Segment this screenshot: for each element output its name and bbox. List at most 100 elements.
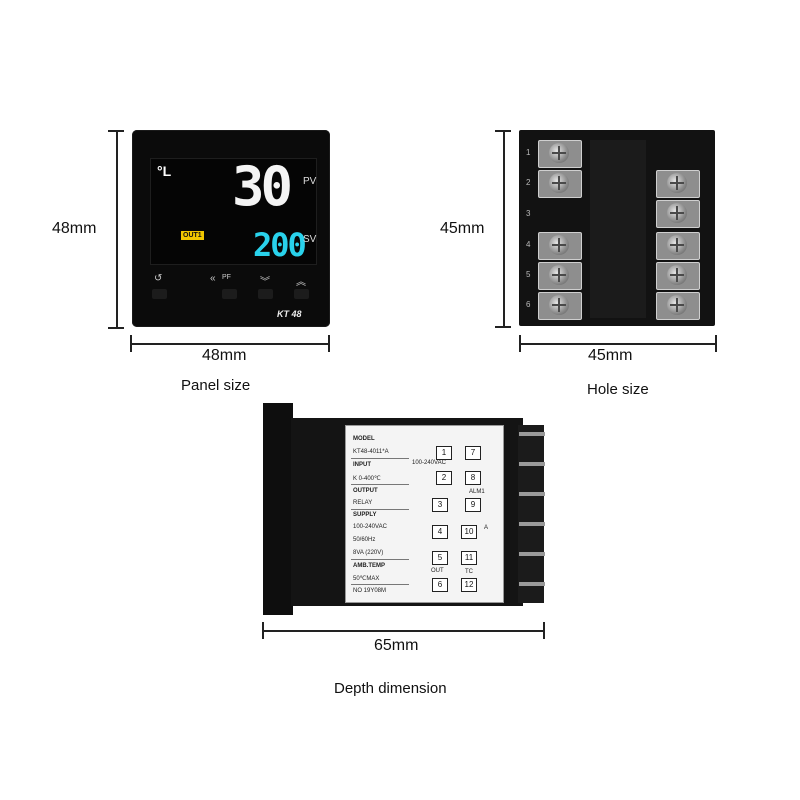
model-value: KT48-4011*A [353, 449, 389, 455]
hole-width-label: 45mm [588, 347, 633, 364]
terminal-screw [656, 232, 700, 260]
out-text: OUT [431, 568, 444, 574]
panel-width-label: 48mm [202, 347, 247, 364]
pv-label: PV [303, 176, 317, 187]
label-divider [351, 584, 409, 585]
amb-temp-heading: AMB.TEMP [353, 563, 385, 569]
down-button[interactable] [258, 289, 273, 299]
terminal-screw [538, 140, 582, 168]
side-bezel [263, 403, 293, 615]
model-label: KT 48 [277, 309, 302, 319]
terminal-box: 5 [432, 551, 448, 565]
terminal-number: 6 [526, 300, 531, 309]
supply-line: 50/60Hz [353, 537, 376, 543]
terminal-box: 10 [461, 525, 477, 539]
dimension-tick [328, 335, 330, 352]
supply-heading: SUPPLY [353, 512, 377, 518]
depth-caption: Depth dimension [334, 680, 447, 697]
output-value: RELAY [353, 500, 373, 506]
dimension-tick [519, 335, 521, 352]
panel-width-dimension-line [130, 343, 329, 345]
terminal-box: 3 [432, 498, 448, 512]
pv-readout: 30 [232, 155, 293, 218]
hole-width-dimension-line [519, 343, 716, 345]
terminal-screw [656, 200, 700, 228]
terminal-screw [538, 170, 582, 198]
panel-size-caption: Panel size [181, 377, 251, 394]
hole-height-dimension-line [503, 130, 505, 327]
terminal-fin [519, 432, 545, 436]
serial-number: NO 19Y08M [353, 588, 387, 594]
depth-label: 65mm [374, 637, 419, 654]
side-terminal-fins [518, 425, 544, 603]
terminal-number: 2 [526, 178, 531, 187]
output-heading: OUTPUT [353, 488, 378, 494]
supply-line: 100-240VAC [353, 524, 387, 530]
input-value: K 0-400℃ [353, 476, 381, 482]
dimension-tick [108, 130, 124, 132]
terminal-number: 5 [526, 270, 531, 279]
pf-label: PF [222, 274, 231, 281]
terminal-box: 6 [432, 578, 448, 592]
terminal-box: 2 [436, 471, 452, 485]
return-icon: ↺ [154, 273, 163, 284]
unit-indicator: °L [157, 163, 172, 179]
terminal-number: 1 [526, 148, 531, 157]
label-divider [351, 559, 409, 560]
sv-readout: 200 [253, 226, 307, 264]
up-button[interactable] [294, 289, 309, 299]
input-heading: INPUT [353, 462, 371, 468]
rear-center-channel [590, 140, 646, 318]
power-text: 100-240VAC [412, 460, 446, 466]
terminal-fin [519, 552, 545, 556]
terminal-fin [519, 492, 545, 496]
terminal-screw [538, 262, 582, 290]
dimension-tick [715, 335, 717, 352]
terminal-fin [519, 582, 545, 586]
terminal-screw [656, 170, 700, 198]
terminal-box: 7 [465, 446, 481, 460]
tc-text: TC [465, 569, 473, 575]
terminal-box: 1 [436, 446, 452, 460]
a-text: A [484, 525, 489, 531]
terminal-box: 12 [461, 578, 477, 592]
amb-temp-value: 50℃MAX [353, 576, 380, 582]
lcd-display [150, 158, 317, 265]
terminal-fin [519, 522, 545, 526]
label-divider [351, 458, 409, 459]
down-icon: ︾ [260, 277, 270, 288]
depth-dimension-line [262, 630, 544, 632]
terminal-box: 8 [465, 471, 481, 485]
shift-pf-button[interactable] [222, 289, 237, 299]
alarm-text: ALM1 [469, 489, 485, 495]
shift-pf-icon: « [210, 273, 216, 284]
up-icon: ︽ [296, 277, 306, 288]
terminal-number: 4 [526, 240, 531, 249]
dimension-tick [543, 622, 545, 639]
supply-line: 8VA (220V) [353, 550, 384, 556]
return-button[interactable] [152, 289, 167, 299]
model-heading: MODEL [353, 436, 375, 442]
hole-height-label: 45mm [440, 220, 485, 237]
label-divider [351, 484, 409, 485]
dimension-tick [495, 326, 511, 328]
terminal-screw [538, 292, 582, 320]
dimension-tick [108, 327, 124, 329]
sv-label: SV [303, 234, 317, 245]
out1-indicator: OUT1 [181, 231, 204, 240]
dimension-tick [495, 130, 511, 132]
terminal-screw [656, 292, 700, 320]
terminal-box: 11 [461, 551, 477, 565]
terminal-screw [656, 262, 700, 290]
terminal-box: 9 [465, 498, 481, 512]
panel-height-label: 48mm [52, 220, 97, 237]
terminal-box: 4 [432, 525, 448, 539]
terminal-fin [519, 462, 545, 466]
terminal-screw [538, 232, 582, 260]
dimension-tick [130, 335, 132, 352]
hole-size-caption: Hole size [587, 381, 649, 398]
panel-height-dimension-line [116, 130, 118, 328]
dimension-tick [262, 622, 264, 639]
terminal-number: 3 [526, 209, 531, 218]
label-divider [351, 509, 409, 510]
